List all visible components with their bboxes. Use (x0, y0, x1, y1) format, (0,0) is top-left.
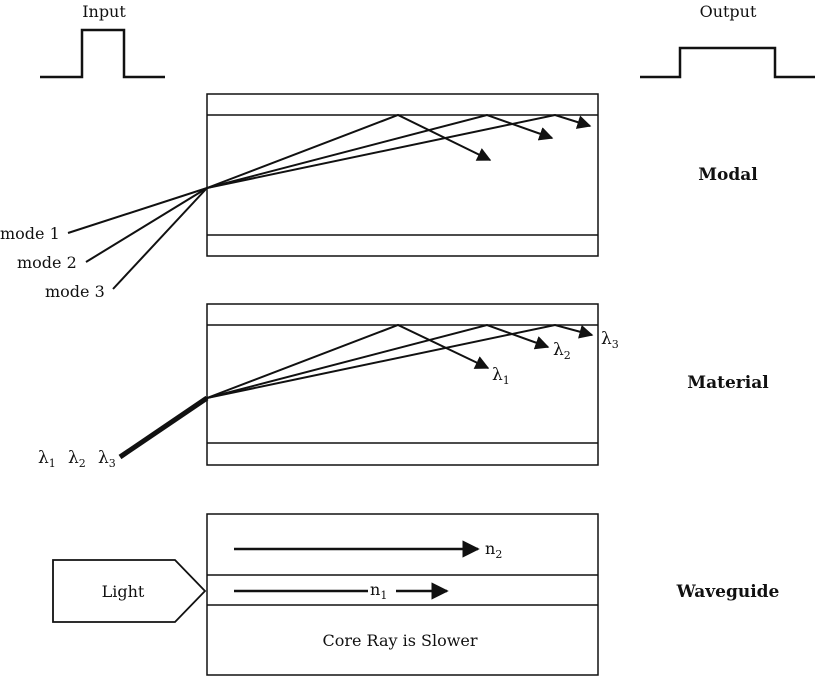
input-pulse (40, 28, 165, 79)
input-lambda-2-label: λ2 (68, 448, 86, 470)
lambda-3-path (206, 323, 594, 399)
lambda-1-path (206, 323, 490, 399)
modal-fiber-outline (206, 93, 599, 257)
waveguide-fiber-outline (206, 513, 599, 676)
waveguide-caption: Core Ray is Slower (322, 631, 477, 650)
modal-title: Modal (698, 165, 758, 185)
light-source-label: Light (102, 582, 145, 601)
input-lambda-1-label: λ1 (38, 448, 56, 470)
mode-1-path (206, 113, 592, 189)
output-lambda-2-label: λ2 (553, 340, 571, 362)
output-lambda-1-label: λ1 (492, 365, 510, 387)
input-pulse-label: Input (82, 2, 126, 21)
mode-1-ray (67, 187, 208, 234)
mode-3-path (206, 113, 492, 189)
input-lambda-3-label: λ3 (98, 448, 116, 470)
material-input-beam (118, 395, 209, 460)
material-fiber-outline (206, 303, 599, 466)
material-fiber (206, 303, 599, 466)
mode-1-label: mode 1 (0, 224, 60, 243)
waveguide-fiber (206, 513, 599, 676)
mode-2-ray (85, 187, 208, 263)
mode-3-ray (112, 187, 208, 290)
output-lambda-3-label: λ3 (601, 329, 619, 351)
material-title: Material (687, 373, 769, 393)
n1-label: n1 (370, 580, 387, 602)
lambda-2-path (206, 323, 550, 399)
output-pulse-label: Output (700, 2, 757, 21)
output-pulse (640, 46, 815, 79)
light-source-shape (52, 559, 207, 623)
mode-2-path (206, 113, 554, 189)
mode-2-label: mode 2 (17, 253, 77, 272)
waveguide-title: Waveguide (676, 582, 780, 602)
modal-fiber (206, 93, 599, 257)
mode-3-label: mode 3 (45, 282, 105, 301)
n2-label: n2 (485, 539, 502, 561)
